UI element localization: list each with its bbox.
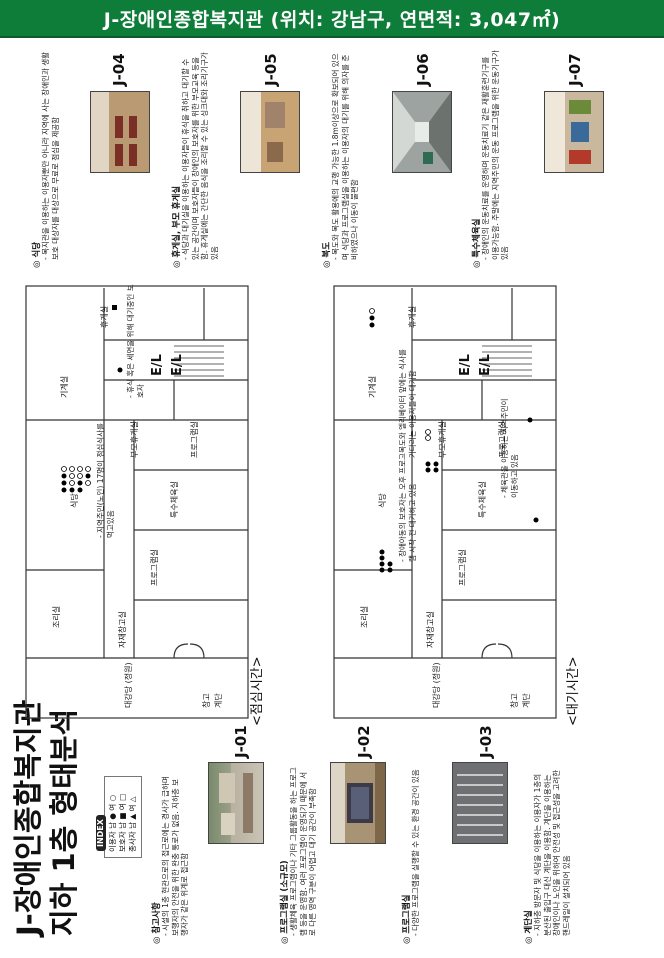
photo-j06 [392,91,452,173]
plan-waiting [333,285,557,719]
lunch-program3-label: 프로그램실 [190,421,199,458]
lunch-elevator2-label: E/L [170,354,185,376]
photo-j01-graphic [219,773,253,835]
photo-j03-code: J-03 [477,725,495,758]
lunch-annotation-1: - 지역주민(노인) 17명이 점심식사를 먹고있음 [96,423,115,538]
waiting-kitchen-label: 조리실 [360,605,369,628]
waiting-cafeteria-label: 식당 [378,493,387,508]
lunch-program1-label: 프로그램실 [150,549,159,586]
photo-j05-graphic [241,92,285,172]
waiting-stairs-label: 계단 [522,693,531,708]
photo-j05-caption: - 식당과 대기실을 이용하는 이용자들이 휴식을 취하고 대기할 수 있는 공… [181,52,219,260]
waiting-special-gym-label: 특수체육실 [478,481,487,518]
photo-j04-caption: - 복지관을 이용하는 이용자뿐만 아니라 지역에 사는 장애인과 생활보호 대… [41,51,60,260]
waiting-storage2-label: 창고 [510,693,519,708]
waiting-machine-label: 기계실 [368,375,377,398]
photo-j03 [452,762,508,844]
photo-j04-graphic [91,92,137,172]
lunch-lobby-label: 대강당 (정원) [124,662,133,708]
photo-j01-code: J-01 [232,725,250,758]
waiting-storage-label: 자재창고실 [426,611,435,648]
banner-title: J-장애인종합복지관 (위치: 강남구, 연면적: 3,047㎡) [103,8,561,31]
lunch-kitchen-label: 조리실 [52,605,61,628]
photo-j07-code: J-07 [566,53,584,86]
lunch-storage2-label: 창고 [202,693,211,708]
lunch-machine-label: 기계실 [60,375,69,398]
photo-j06-graphic [393,92,451,172]
photo-j04-code: J-04 [110,53,128,86]
plan-waiting-label: <대기시간> [566,656,581,726]
waiting-rest-label: 휴게실 [408,305,417,328]
photo-j05-code: J-05 [262,53,280,86]
legend-box: INDEX 이용자 남 ● 여 ○ 보호자 남 ■ 여 □ 종사자 남 ▲ 여 … [96,776,142,858]
rotated-sheet-frame: J-장애인종합복지관 지하 1층 형태분석 INDEX 이용자 남 ● 여 ○ … [0,36,664,958]
waiting-annotation-1: - 장애아동의 보호자는 오후 프로그램 시작 전 대기하고 있음 [398,453,417,562]
photo-j06-caption: - 복도와 복도 활용에의 교행 가능한 1.8m이상으로 확보되어 있으며 식… [331,53,359,260]
lunch-stairs-label: 계단 [214,693,223,708]
page-banner: J-장애인종합복지관 (위치: 강남구, 연면적: 3,047㎡) [0,0,664,38]
lunch-elevator-label: E/L [150,354,165,376]
rotated-sheet: J-장애인종합복지관 지하 1층 형태분석 INDEX 이용자 남 ● 여 ○ … [0,36,664,958]
lunch-special-gym-label: 특수체육실 [170,481,179,518]
waiting-annotation-2: - 복도와 엘리베이터 앞에는 식사를 기다리는 이용자들이 대기함 [398,349,417,458]
photo-j07 [544,91,604,173]
plan-lunch-users [61,305,123,493]
waiting-annotation-3: - 체육관을 이용하는 지역주민이 이동하고 있음 [500,398,519,498]
lunch-rest-label: 휴게실 [100,305,109,328]
plan-waiting-users [369,308,539,573]
waiting-guardian-label: 부모휴게실 [438,421,447,458]
photo-j07-caption: - 장애인의 운동치료를 운영하며 운동치료기 같은 재활훈련기구를 이용가능함… [481,50,509,260]
photo-j04 [90,91,150,173]
photo-j05 [240,91,300,173]
photo-j07-graphic [545,92,591,172]
waiting-lobby-label: 대강당 (정원) [432,662,441,708]
lunch-storage-label: 자재창고실 [118,611,127,648]
waiting-elevator-label: E/L [458,354,473,376]
legend-row-user: 이용자 남 ● 여 ○ [108,794,117,852]
waiting-program1-label: 프로그램실 [458,549,467,586]
photo-j03-graphic [457,774,503,836]
photo-j02-caption: - 다양한 프로그램을 실행할 수 있는 환경 공간이 있음 [411,769,420,936]
intro-note-body: - 시설의 1층 현관으로의 접근로에는 경사가 급하며 보행자의 안전을 위한… [161,776,189,936]
lunch-cafeteria-label: 식당 [70,493,79,508]
lunch-annotation-2: - 휴식 혹은 세면을 위해 대기중인 보호자 [126,284,145,398]
waiting-elevator2-label: E/L [478,354,493,376]
legend-row-guardian: 보호자 남 ■ 여 □ [118,793,127,852]
legend-row-staff: 종사자 남 ▲ 여 △ [128,796,137,852]
photo-j01 [208,762,264,844]
photo-j02 [330,762,386,844]
legend-title: INDEX [96,815,106,851]
analysis-title-line2: 지하 1층 형태분석 [47,708,81,936]
analysis-title-line1: J-장애인종합복지관 [11,699,45,936]
photo-j02-graphic [331,763,385,843]
plan-lunch [25,285,249,719]
photo-j02-code: J-02 [355,725,373,758]
photo-j01-caption: - 생활체육 프로그램이나 기타 그룹활동을 하는 프로그램 등을 운영함. 여… [289,767,317,936]
photo-j03-caption: - 지하층 방문자 및 식당을 이용하는 이용자가 1층의 분산된 출입구 대신… [533,769,571,936]
photo-j06-code: J-06 [414,53,432,86]
lunch-guardian-label: 부모휴게실 [130,421,139,458]
